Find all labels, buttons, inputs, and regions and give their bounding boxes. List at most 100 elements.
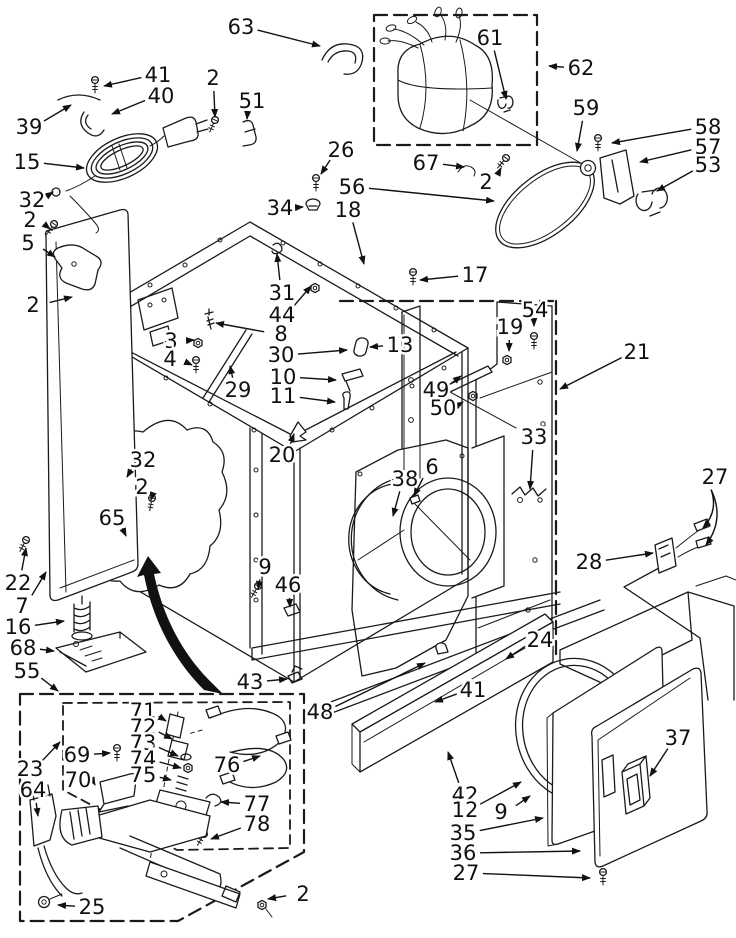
leader-11 [299,396,336,405]
leader-50 [454,401,464,410]
cord-coil-15 [85,133,159,183]
callout-layer: 6341403915322525126345618314483010112934… [2,13,731,922]
leader-40 [111,99,146,115]
callout-11: 11 [270,384,297,408]
base-group [251,591,605,773]
callout-65: 65 [99,506,126,530]
front-panel-48 [559,591,735,701]
igniter-72 [167,739,189,761]
leader-15 [43,162,85,171]
leader-42 [447,751,460,784]
wire-terminal-27b [695,536,712,549]
callout-37: 37 [665,726,692,750]
callout-70: 70 [65,768,92,792]
door-handle-37 [621,755,651,815]
ring-terminal-32 [51,187,61,197]
callout-72: 72 [130,715,157,739]
leader-23 [42,741,61,761]
callout-10: 10 [270,365,297,389]
drum-opening-outer-ring [399,477,497,587]
bolt-8 [204,308,215,330]
leader-6 [413,477,424,497]
drum-opening-inner-ring [410,488,486,576]
callout-32: 32 [19,188,46,212]
callout-49: 49 [423,378,450,402]
leg-litkit-group [55,595,147,673]
leader-7 [31,571,47,596]
leader-9 [256,579,263,590]
clip-51 [242,119,257,147]
front-panel-group [559,575,736,701]
callout-54: 54 [522,298,549,322]
bracket-64 [29,784,57,847]
leader-36 [479,847,581,855]
screw-3 [193,337,203,349]
screw-2br [257,899,267,911]
screw-26 [311,173,321,192]
callout-19: 19 [497,315,524,339]
clamp-25 [37,895,51,909]
callout-44: 44 [269,303,296,327]
leader-16 [34,618,65,627]
callout-39: 39 [16,115,43,139]
leader-24 [505,645,526,660]
callout-40: 40 [148,84,175,108]
leader-67 [442,162,465,170]
burner-inner-box-23 [62,701,291,851]
screw-58 [593,133,603,152]
burner-location-arrow [137,556,223,694]
washer-73 [180,753,192,761]
callout-2: 2 [479,170,492,194]
front-channel [249,427,263,655]
callout-9: 9 [494,800,507,824]
callout-67: 67 [413,151,440,175]
callout-30: 30 [268,343,295,367]
leader-20 [287,433,295,444]
leader-59 [574,120,584,152]
leader-25 [57,902,76,910]
power-cord-group [43,75,209,291]
leader-77 [220,799,241,807]
leader-43 [266,676,288,684]
leader-9 [515,795,531,807]
leader-44 [293,285,312,307]
callout-36: 36 [450,841,477,865]
callout-24: 24 [527,628,554,652]
callout-27: 27 [702,465,729,489]
screw-69 [112,743,122,762]
harness-plugs [205,705,292,785]
callout-64: 64 [20,778,47,802]
strain-relief-5 [52,244,102,291]
leader-64 [33,802,41,817]
callout-15: 15 [14,150,41,174]
door-catch-28 [654,537,677,574]
leader-5 [42,248,56,258]
callout-69: 69 [64,743,91,767]
burner-support [145,861,241,909]
callout-21: 21 [624,340,651,364]
outer-door-panel-36 [590,667,708,868]
leader-10 [299,376,337,383]
leader-26 [320,159,331,175]
callout-2: 2 [206,66,219,90]
motor-group [321,6,668,249]
callout-68: 68 [10,636,37,660]
cabinet-front-corner-post [293,447,301,683]
screw-41t [90,75,100,94]
wire-67 [457,165,476,177]
leader-17 [419,275,459,283]
leader-69 [93,750,111,758]
air-shutter [59,805,103,846]
callout-71: 71 [130,699,157,723]
callout-26: 26 [328,138,355,162]
callout-38: 38 [392,467,419,491]
leader-4 [183,358,193,366]
bulkhead-flange [471,435,505,599]
leader-2 [267,894,287,902]
callout-18: 18 [335,198,362,222]
leader-63 [257,29,321,48]
leader-29 [228,365,236,378]
leader-70 [88,776,96,786]
idler-pulley-59 [579,159,597,177]
